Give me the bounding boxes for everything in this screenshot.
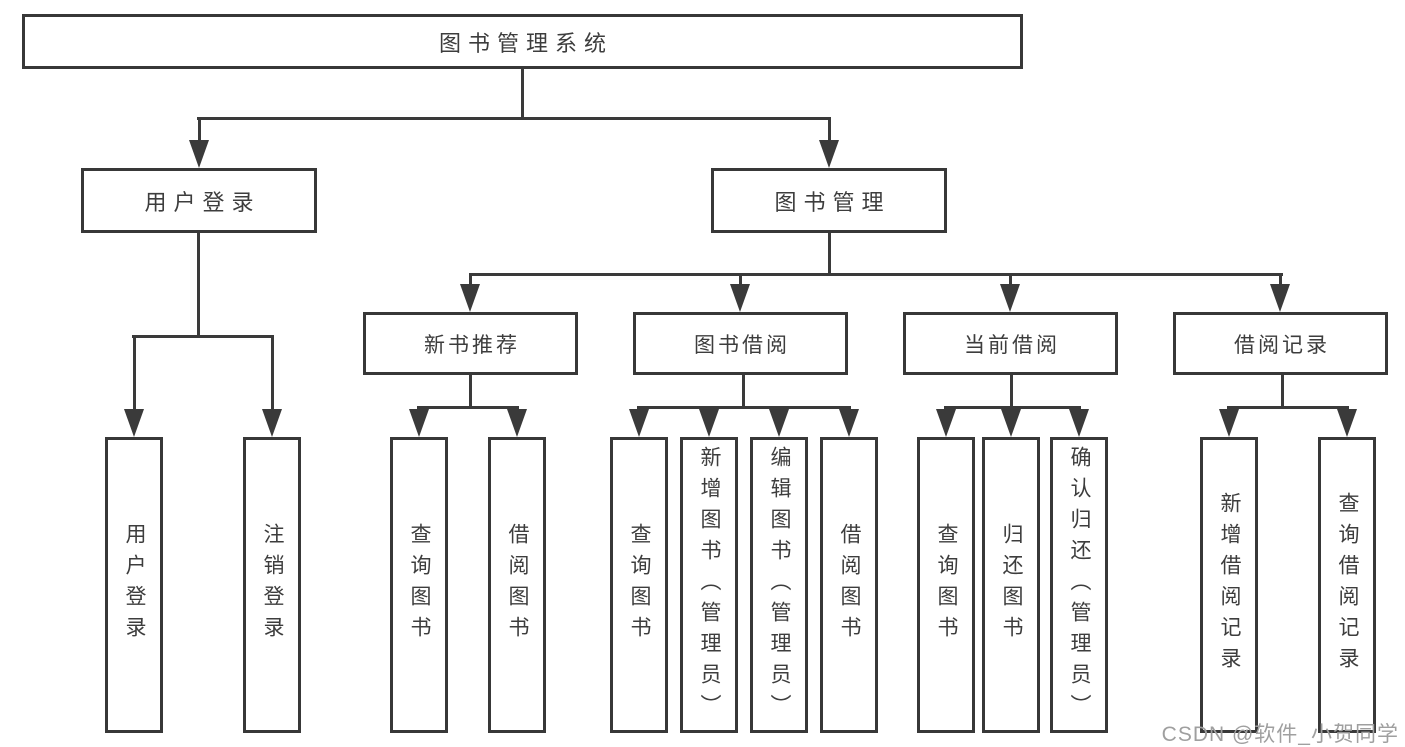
arrowhead-to-borrow (730, 284, 750, 312)
node-root: 图书管理系统 (22, 14, 1023, 69)
leaf-current-confirm-return-admin-label: 确认归还（管理员） (1068, 445, 1091, 725)
connector-login-bus (132, 335, 274, 338)
leaf-recommend-query-books-label: 查询图书 (408, 523, 431, 647)
leaf-borrow-query-books-label: 查询图书 (628, 523, 651, 647)
node-user-login: 用户登录 (81, 168, 317, 233)
connector-records-bus (1227, 406, 1349, 409)
arrowhead-to-bor-borrow (839, 409, 859, 437)
leaf-borrow-borrow-books-label: 借阅图书 (838, 523, 861, 647)
connector-borrow-shaft (739, 273, 742, 290)
leaf-current-return-books-label: 归还图书 (1000, 523, 1023, 647)
connector-borrow-bus (637, 406, 851, 409)
leaf-borrow-edit-books-admin-label: 编辑图书（管理员） (768, 445, 791, 725)
leaf-user-login-label: 用户登录 (123, 523, 146, 647)
node-book-borrowing: 图书借阅 (633, 312, 848, 375)
node-book-management: 图书管理 (711, 168, 947, 233)
arrowhead-to-rec-borrow (507, 409, 527, 437)
leaf-logout-label: 注销登录 (261, 523, 284, 647)
arrowhead-to-userlogin (124, 409, 144, 437)
watermark: CSDN @软件_小贺同学 (1161, 723, 1399, 746)
leaf-borrow-add-books-admin: 新增图书（管理员） (680, 437, 738, 733)
connector-recommend-bus (417, 406, 519, 409)
leaf-current-confirm-return-admin: 确认归还（管理员） (1050, 437, 1108, 733)
connector-records-drop (1281, 375, 1284, 409)
connector-login-shaft (198, 117, 201, 146)
arrowhead-to-logout (262, 409, 282, 437)
leaf-recommend-borrow-books: 借阅图书 (488, 437, 546, 733)
node-borrowing-records-label: 借阅记录 (1234, 333, 1330, 357)
connector-userlogin-shaft (133, 335, 136, 415)
connector-borrow-drop (742, 375, 745, 409)
leaf-records-add-record-label: 新增借阅记录 (1218, 492, 1241, 678)
leaf-user-login: 用户登录 (105, 437, 163, 733)
arrowhead-to-cur-confirm (1069, 409, 1089, 437)
leaf-current-query-books-label: 查询图书 (935, 523, 958, 647)
node-user-login-label: 用户登录 (144, 189, 261, 215)
connector-level2-bus (197, 117, 830, 120)
leaf-current-return-books: 归还图书 (982, 437, 1040, 733)
connector-bookmgmt-drop (828, 233, 831, 276)
arrowhead-to-recommend (460, 284, 480, 312)
connector-current-drop (1010, 375, 1013, 409)
arrowhead-to-bor-add (699, 409, 719, 437)
leaf-records-query-record: 查询借阅记录 (1318, 437, 1376, 733)
node-book-management-label: 图书管理 (774, 189, 891, 215)
connector-recommend-shaft (469, 273, 472, 290)
connector-bookmgmt-shaft (828, 117, 831, 146)
node-new-book-recommend-label: 新书推荐 (424, 333, 520, 357)
connector-level3-bus (469, 273, 1283, 276)
leaf-records-query-record-label: 查询借阅记录 (1336, 492, 1359, 678)
node-book-borrowing-label: 图书借阅 (694, 333, 790, 357)
connector-recommend-drop (469, 375, 472, 409)
leaf-borrow-borrow-books: 借阅图书 (820, 437, 878, 733)
arrowhead-to-recd-query (1337, 409, 1357, 437)
arrowhead-to-bor-query (629, 409, 649, 437)
leaf-borrow-query-books: 查询图书 (610, 437, 668, 733)
leaf-records-add-record: 新增借阅记录 (1200, 437, 1258, 733)
arrowhead-to-rec-query (409, 409, 429, 437)
leaf-current-query-books: 查询图书 (917, 437, 975, 733)
arrowhead-to-login (189, 140, 209, 168)
node-borrowing-records: 借阅记录 (1173, 312, 1388, 375)
arrowhead-to-recd-add (1219, 409, 1239, 437)
leaf-borrow-add-books-admin-label: 新增图书（管理员） (698, 445, 721, 725)
leaf-logout: 注销登录 (243, 437, 301, 733)
leaf-borrow-edit-books-admin: 编辑图书（管理员） (750, 437, 808, 733)
arrowhead-to-current (1000, 284, 1020, 312)
arrowhead-to-bookmgmt (819, 140, 839, 168)
connector-current-shaft (1009, 273, 1012, 290)
node-root-label: 图书管理系统 (438, 30, 613, 56)
arrowhead-to-bor-edit (769, 409, 789, 437)
connector-login-drop (197, 233, 200, 338)
connector-root-drop (521, 69, 524, 120)
arrowhead-to-records (1270, 284, 1290, 312)
node-current-borrowing-label: 当前借阅 (964, 333, 1060, 357)
arrowhead-to-cur-query (936, 409, 956, 437)
connector-records-shaft (1279, 273, 1282, 290)
arrowhead-to-cur-return (1001, 409, 1021, 437)
node-current-borrowing: 当前借阅 (903, 312, 1118, 375)
node-new-book-recommend: 新书推荐 (363, 312, 578, 375)
leaf-recommend-query-books: 查询图书 (390, 437, 448, 733)
connector-logout-shaft (271, 335, 274, 415)
leaf-recommend-borrow-books-label: 借阅图书 (506, 523, 529, 647)
